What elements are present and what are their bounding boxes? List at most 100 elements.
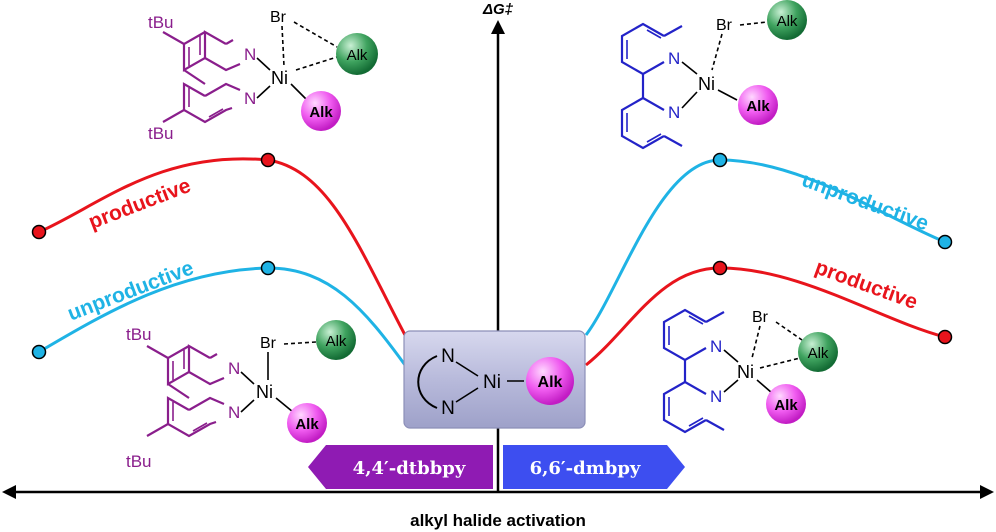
structure-dmbpy-top: N N Ni Br Alk Alk (620, 0, 807, 150)
dtbbpy-alt-n-top: N (228, 359, 240, 378)
dmbpy-ts-alk-green-label: Alk (808, 345, 829, 362)
dtbbpy-alt-bond-n1-ni (240, 371, 255, 385)
dmbpy-top-br-alk-dash (739, 21, 768, 26)
dtbbpy-alt-br-alk-dash (283, 341, 317, 345)
right-productive-label: productive (812, 256, 921, 314)
dtbbpy-alt-n-bottom: N (228, 403, 240, 422)
dmbpy-ts-ring-bonds (662, 308, 725, 434)
dtbbpy-alt-ni-alk-bond (275, 397, 294, 413)
dmbpy-ts-n-bottom: N (710, 387, 722, 406)
center-ni: Ni (483, 372, 501, 393)
structure-dmbpy-ts: N N Ni Br Alk Alk (662, 308, 838, 434)
structure-dtbbpy-ts: N N tBu tBu Ni Br Alk Alk (148, 9, 378, 143)
dtbbpy-ts-tbu-top: tBu (148, 13, 174, 32)
left-productive-ts-point (260, 152, 276, 168)
dmbpy-top-alk-green-ball (767, 0, 807, 40)
dtbbpy-tag (308, 445, 493, 489)
dtbbpy-alt-tbu-top: tBu (126, 325, 152, 344)
dmbpy-ts-ni: Ni (737, 362, 754, 382)
dmbpy-top-alk-magenta-label: Alk (746, 98, 770, 115)
x-axis-right-arrow (980, 485, 994, 499)
dtbbpy-ts-alk-green-label: Alk (347, 47, 368, 64)
dtbbpy-ts-alk-magenta-label: Alk (309, 104, 333, 121)
dtbbpy-alt-double-bonds (172, 350, 208, 432)
dmbpy-ts-ni-alk-bond (756, 379, 773, 394)
center-complex: N N Ni Alk (403, 330, 586, 429)
structure-dtbbpy-alt: N N tBu tBu Ni Br Alk Alk (126, 320, 356, 471)
dmbpy-top-ring-bonds (620, 22, 683, 150)
dmbpy-top-bond-n2-ni (681, 91, 698, 109)
center-alk-ball (526, 357, 574, 405)
dtbbpy-ts-br-ni-dash (281, 25, 285, 67)
dmbpy-top-n-top: N (668, 49, 680, 68)
right-productive-ts-point (712, 260, 728, 276)
dmbpy-ts-alk-magenta-label: Alk (774, 397, 798, 414)
dmbpy-top-n-bottom: N (668, 103, 680, 122)
dtbbpy-ts-n-bottom: N (244, 89, 256, 108)
dmbpy-ts-bond-n1-ni (723, 349, 739, 363)
dtbbpy-ts-ni-alk-bond (290, 83, 308, 101)
dtbbpy-ts-double-bonds (188, 36, 224, 118)
dmbpy-ts-br: Br (752, 309, 769, 326)
left-unproductive-label: unproductive (64, 256, 196, 325)
dtbbpy-ts-alk-magenta-ball (301, 91, 341, 131)
right-unproductive-ts-point (712, 152, 728, 168)
center-bond-n-bottom (455, 387, 479, 403)
dtbbpy-alt-br: Br (260, 335, 277, 352)
dmbpy-ts-alk-green-ball (798, 332, 838, 372)
left-productive-start-point (31, 224, 47, 240)
dtbbpy-alt-alk-green-label: Alk (326, 333, 347, 350)
dtbbpy-tag-label: 4,4′-dtbbpy (353, 458, 466, 479)
center-complex-box (403, 330, 586, 429)
dmbpy-top-br: Br (716, 17, 733, 34)
right-unproductive-label: unproductive (799, 168, 932, 235)
center-bond-n-top (455, 361, 479, 377)
dtbbpy-ts-bond-n1-ni (256, 57, 271, 71)
dtbbpy-ts-ni: Ni (271, 68, 288, 88)
ligand-tags: 4,4′-dtbbpy 6,6′-dmbpy (308, 445, 685, 489)
dtbbpy-ts-ni-alk-dash (295, 56, 338, 71)
center-n-bottom: N (441, 398, 455, 419)
dtbbpy-alt-ring-bonds (146, 344, 225, 438)
dtbbpy-ts-bond-n2-ni (256, 85, 271, 99)
dmbpy-tag-label: 6,6′-dmbpy (530, 458, 641, 479)
dtbbpy-ts-ring-bonds (162, 30, 241, 124)
left-productive-label: productive (85, 174, 193, 234)
y-axis-arrow (491, 20, 505, 34)
dmbpy-top-bond-n1-ni (681, 61, 698, 75)
dmbpy-top-double-bonds (626, 29, 662, 143)
dmbpy-ts-br-ni-dash (751, 325, 761, 359)
center-alk-label: Alk (538, 374, 563, 391)
x-axis-label: alkyl halide activation (410, 511, 586, 530)
left-unproductive-ts-point (260, 260, 276, 276)
dmbpy-ts-ni-alk-dash (759, 357, 801, 369)
dmbpy-top-ni-alk-bond (717, 89, 738, 101)
dtbbpy-alt-tbu-bottom: tBu (126, 452, 152, 471)
dtbbpy-ts-tbu-bottom: tBu (148, 124, 174, 143)
dtbbpy-alt-alk-magenta-label: Alk (295, 416, 319, 433)
dtbbpy-ts-n-top: N (244, 45, 256, 64)
right-unproductive-end-point (937, 234, 953, 250)
dmbpy-ts-alk-magenta-ball (766, 384, 806, 424)
dmbpy-tag (503, 445, 685, 489)
dtbbpy-alt-bond-n2-ni (240, 399, 255, 413)
x-axis-left-arrow (2, 485, 16, 499)
left-unproductive-start-point (31, 344, 47, 360)
dtbbpy-alt-ni: Ni (256, 382, 273, 402)
dmbpy-top-ni: Ni (698, 74, 715, 94)
dtbbpy-ts-alk-green-ball (336, 33, 378, 75)
center-n-top: N (441, 346, 455, 367)
dmbpy-top-alk-green-label: Alk (777, 13, 798, 30)
dmbpy-top-br-ni-dash (711, 33, 723, 71)
dmbpy-ts-bond-n2-ni (723, 379, 739, 393)
dtbbpy-alt-alk-green-ball (316, 320, 356, 360)
dtbbpy-ts-br-alk-dash (293, 21, 338, 48)
dtbbpy-alt-alk-magenta-ball (287, 403, 327, 443)
dtbbpy-ts-br: Br (270, 9, 287, 26)
center-ligand-arc (417, 355, 438, 409)
y-axis-label: ΔG‡ (482, 1, 514, 18)
dmbpy-ts-double-bonds (668, 315, 704, 427)
dmbpy-ts-n-top: N (710, 337, 722, 356)
